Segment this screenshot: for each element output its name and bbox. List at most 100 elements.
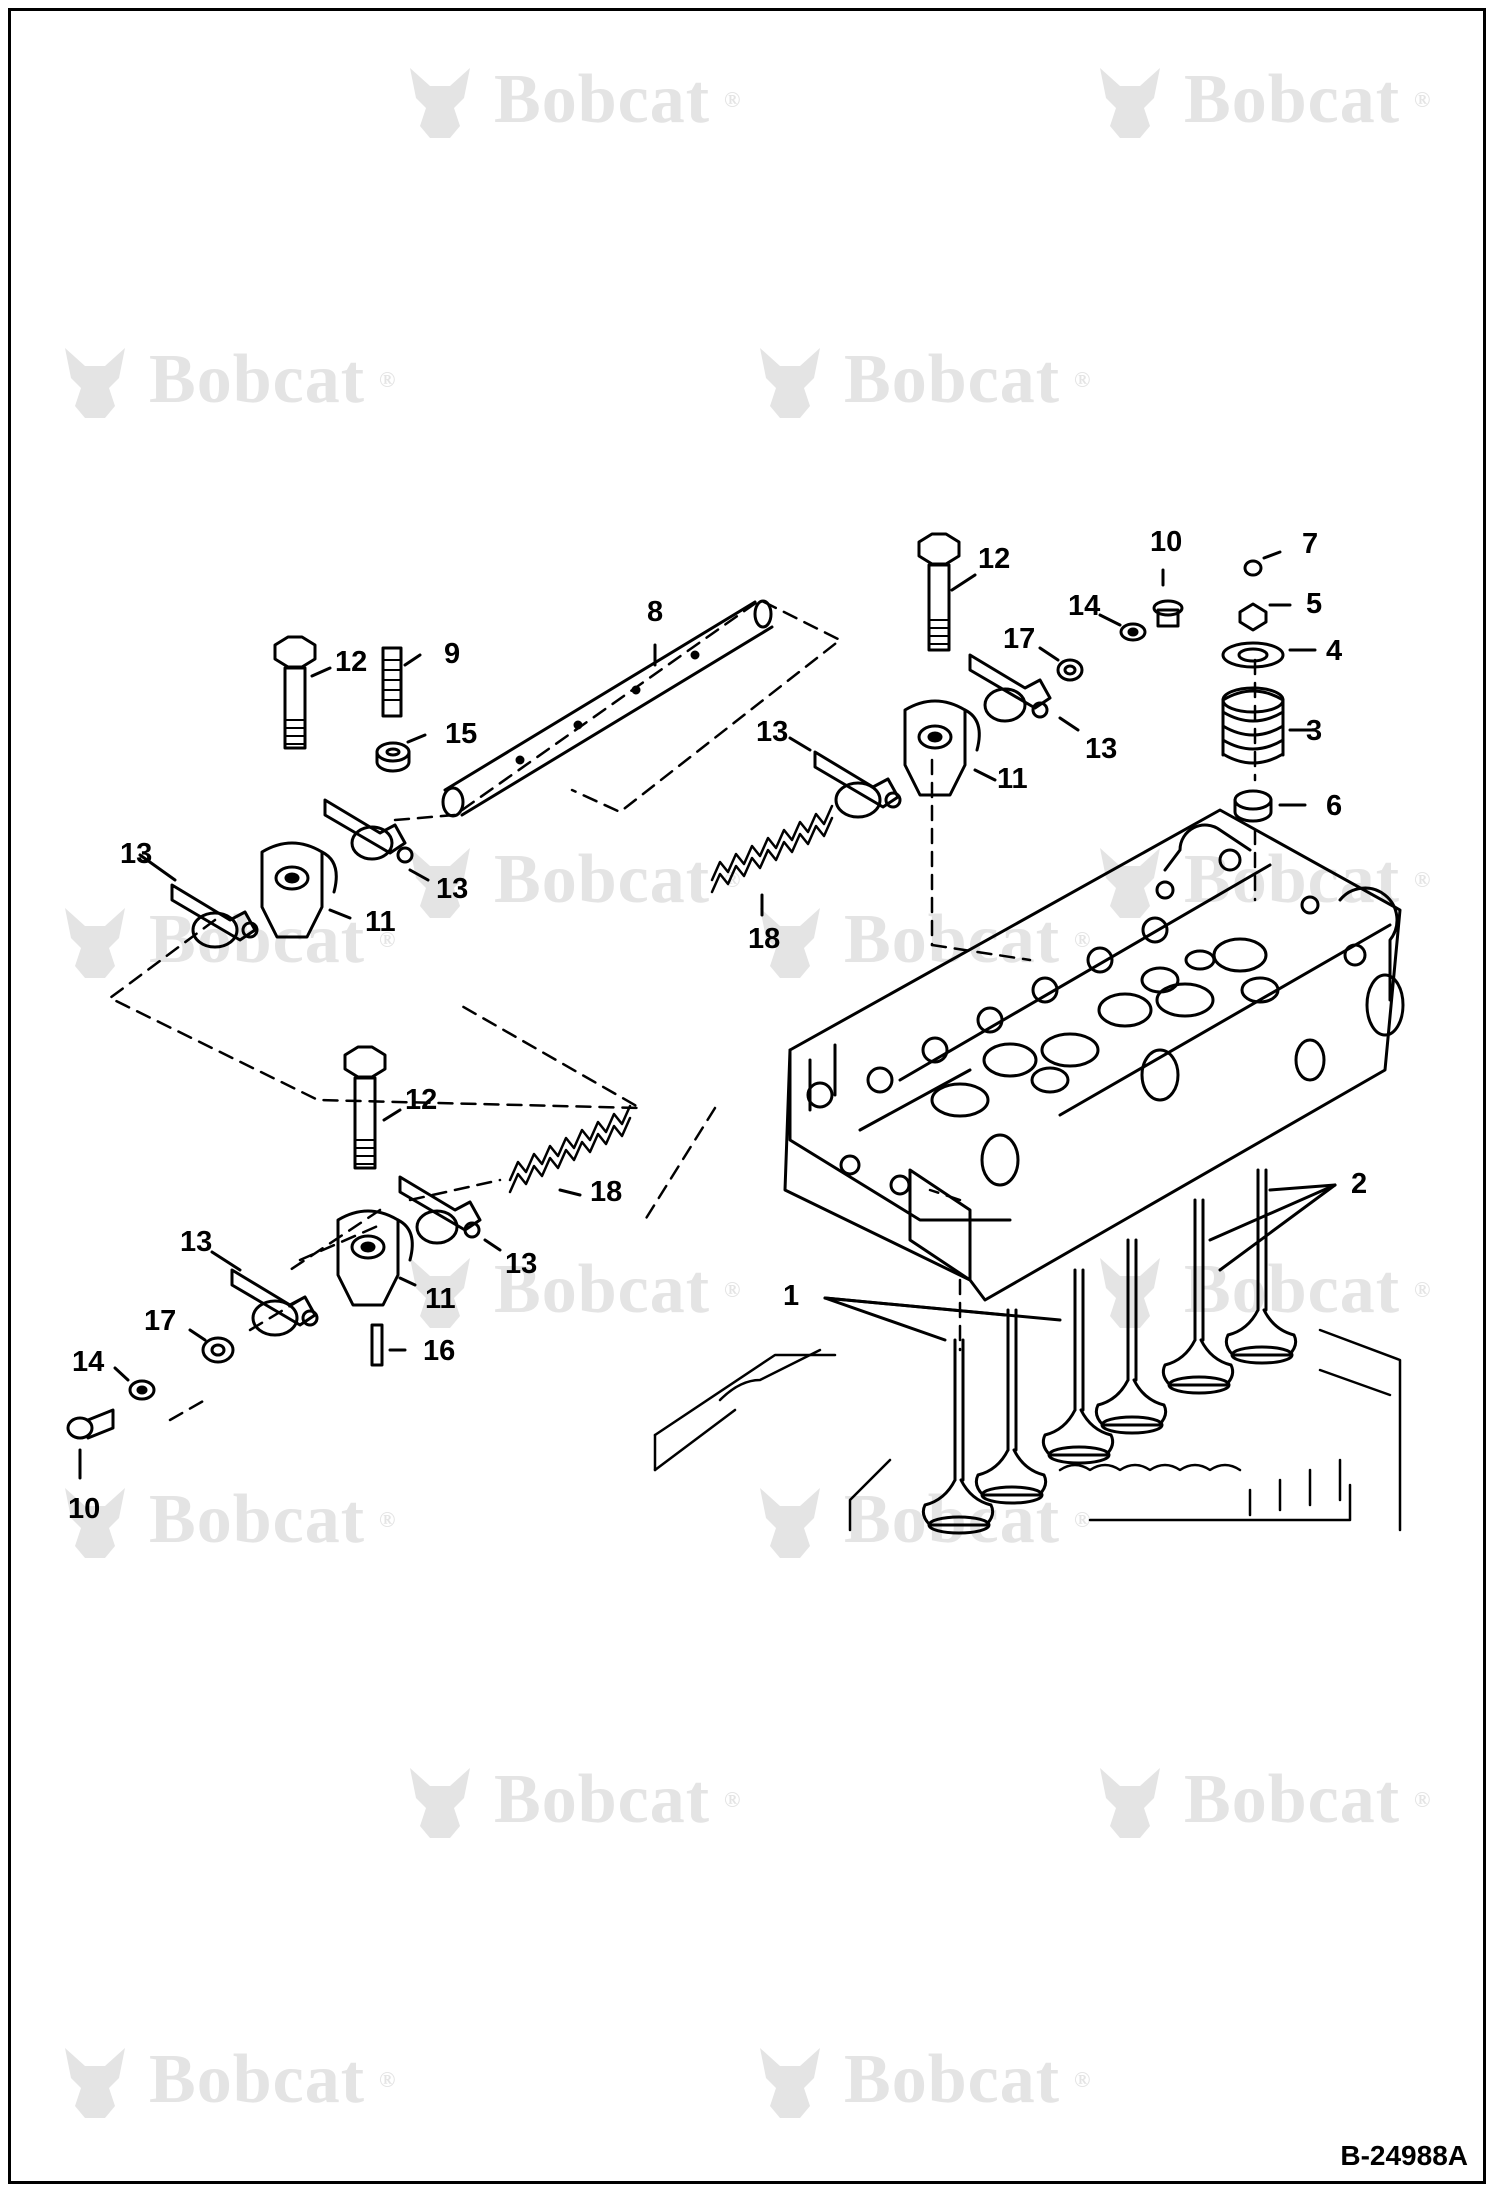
valve-spring-stack <box>1221 559 1285 823</box>
callout-5: 5 <box>1306 588 1323 620</box>
registered-mark: ® <box>379 1507 397 1532</box>
callout-11-right: 11 <box>997 763 1028 795</box>
registered-mark: ® <box>1414 1277 1432 1302</box>
bobcat-logo-icon <box>55 2040 135 2120</box>
callout-14-upper: 14 <box>1068 590 1101 622</box>
watermark-text: Bobcat <box>494 1251 710 1328</box>
callout-9: 9 <box>444 638 461 670</box>
cylinder-head <box>783 808 1405 1302</box>
watermark-text: Bobcat <box>844 901 1060 978</box>
registered-mark: ® <box>1074 927 1092 952</box>
bolt-left <box>273 635 317 750</box>
bobcat-watermark: Bobcat ® <box>750 340 1091 420</box>
bobcat-logo-icon <box>55 900 135 980</box>
bobcat-watermark: Bobcat ® <box>750 900 1091 980</box>
exhaust-valve-2 <box>1161 1198 1235 1395</box>
watermark-text: Bobcat <box>844 2041 1060 2118</box>
rocker-arms <box>170 653 1052 1337</box>
callout-13-d: 13 <box>1085 733 1118 765</box>
spring-upper <box>710 804 834 894</box>
intake-valve-2 <box>974 1308 1048 1505</box>
registered-mark: ® <box>1074 367 1092 392</box>
bobcat-logo-icon <box>1090 1760 1170 1840</box>
bobcat-watermark: Bobcat® <box>400 1760 741 1840</box>
watermark-text: Bobcat <box>149 341 365 418</box>
watermark-text: Bobcat <box>1184 1251 1400 1328</box>
bobcat-logo-icon <box>55 340 135 420</box>
callout-12-left: 12 <box>335 646 368 678</box>
registered-mark: ® <box>1414 867 1432 892</box>
nut <box>375 741 411 773</box>
callout-17-lower: 17 <box>144 1305 177 1337</box>
watermark-text: Bobcat <box>494 841 710 918</box>
engine-block <box>653 1328 1402 1532</box>
rocker-shaft <box>441 599 774 818</box>
callout-13-e: 13 <box>180 1226 213 1258</box>
bobcat-watermark: Bobcat ® <box>1090 60 1431 140</box>
registered-mark: ® <box>1074 2067 1092 2092</box>
registered-mark: ® <box>1414 87 1432 112</box>
bobcat-logo-icon <box>1090 1250 1170 1330</box>
callout-11-lower: 11 <box>425 1283 456 1315</box>
bobcat-logo-icon <box>1090 840 1170 920</box>
callout-leaders <box>78 550 1337 1480</box>
callout-10-upper: 10 <box>1150 526 1183 558</box>
bobcat-logo-icon <box>400 1760 480 1840</box>
bobcat-logo-icon <box>400 840 480 920</box>
watermark-text: Bobcat <box>494 1761 710 1838</box>
stud <box>381 646 403 718</box>
registered-mark: ® <box>1414 1787 1432 1812</box>
callout-14-lower: 14 <box>72 1346 105 1378</box>
callout-12-right: 12 <box>978 543 1011 575</box>
bolt-lower <box>343 1045 387 1170</box>
rocker-bracket-left <box>260 841 338 939</box>
callout-16: 16 <box>423 1335 456 1367</box>
bobcat-logo-icon <box>750 1480 830 1560</box>
callout-13-a: 13 <box>120 838 153 870</box>
bobcat-watermark: Bobcat ® <box>55 340 396 420</box>
bobcat-logo-icon <box>1090 60 1170 140</box>
exhaust-valve-3 <box>1224 1168 1298 1365</box>
intake-valve-1 <box>921 1338 995 1535</box>
callout-10-lower: 10 <box>68 1493 101 1525</box>
bolt-right <box>917 532 961 652</box>
callout-4: 4 <box>1326 635 1343 667</box>
callout-13-b: 13 <box>436 873 469 905</box>
callout-18-upper: 18 <box>748 923 781 955</box>
bobcat-watermark: Bobcat® <box>750 1480 1091 1560</box>
callout-18-lower: 18 <box>590 1176 623 1208</box>
callout-15: 15 <box>445 718 478 750</box>
spring-lower <box>508 1104 632 1194</box>
bobcat-watermark: Bobcat ® <box>1090 1760 1431 1840</box>
watermark-text: Bobcat <box>149 2041 365 2118</box>
registered-mark: ® <box>379 927 397 952</box>
watermark-text: Bobcat <box>494 61 710 138</box>
bobcat-logo-icon <box>400 1250 480 1330</box>
small-parts <box>66 599 1184 1440</box>
watermark-text: Bobcat <box>1184 61 1400 138</box>
intake-valve-3 <box>1041 1268 1115 1465</box>
callout-2: 2 <box>1351 1168 1368 1200</box>
bobcat-logo-icon <box>750 900 830 980</box>
bobcat-logo-icon <box>750 340 830 420</box>
watermark-text: Bobcat <box>149 901 365 978</box>
watermark-text: Bobcat <box>844 341 1060 418</box>
figure-id: B-24988A <box>1340 2140 1468 2171</box>
watermark-text: Bobcat <box>1184 1761 1400 1838</box>
bobcat-watermark: Bobcat® <box>55 2040 396 2120</box>
registered-mark: ® <box>379 367 397 392</box>
bobcat-watermark: Bobcat ® <box>750 2040 1091 2120</box>
registered-mark: ® <box>1074 1507 1092 1532</box>
callout-12-lower: 12 <box>405 1084 438 1116</box>
rocker-bracket-right <box>903 699 981 797</box>
callout-11-left: 11 <box>365 906 396 938</box>
valves <box>921 1168 1298 1535</box>
registered-mark: ® <box>724 87 742 112</box>
bobcat-logo-icon <box>400 60 480 140</box>
callout-17-upper: 17 <box>1003 623 1036 655</box>
callout-1: 1 <box>783 1280 800 1312</box>
registered-mark: ® <box>724 1277 742 1302</box>
rocker-bracket-lower <box>336 1209 414 1307</box>
bobcat-watermark: Bobcat® <box>400 840 741 920</box>
